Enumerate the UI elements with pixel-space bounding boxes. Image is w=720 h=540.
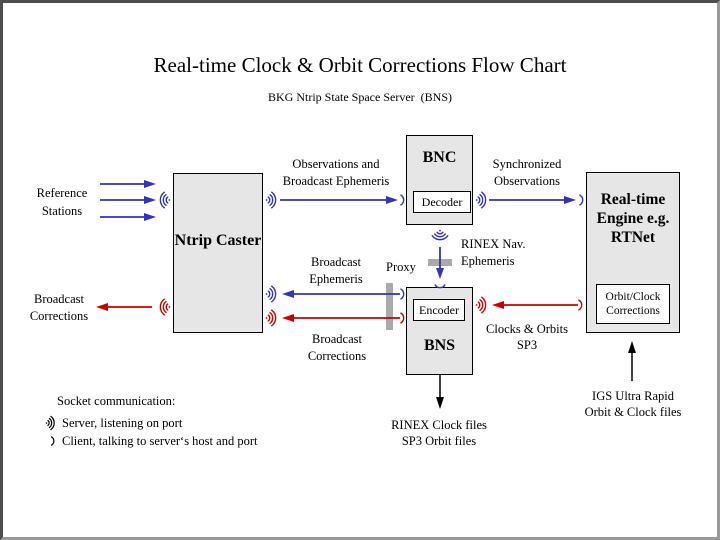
reference-stations-line1: Reference: [36, 186, 88, 200]
server-socket-icon-caster-left-obs: [159, 191, 172, 209]
client-socket-icon-before-bnc: [400, 194, 405, 206]
broadcast-corrections-mid-label: Broadcast Corrections: [287, 331, 387, 365]
proxy-bar-vertical: [386, 283, 393, 330]
be-line1: Broadcast: [311, 255, 361, 269]
server-socket-icon-bnc-bottom: [431, 228, 449, 241]
bns-box: Encoder BNS: [406, 287, 473, 375]
igs-ultra-rapid-label: IGS Ultra Rapid Orbit & Clock files: [572, 388, 694, 420]
clocks-orbits-line2: SP3: [516, 338, 538, 352]
legend-client-socket-icon: [50, 436, 55, 446]
server-socket-icon-bnc-right: [475, 191, 487, 209]
broadcast-ephemeris-label: Broadcast Ephemeris: [286, 254, 386, 288]
rinex-clock-files-label: RINEX Clock files SP3 Orbit files: [379, 417, 499, 449]
synchronized-observations-label: Synchronized Observations: [482, 156, 572, 190]
proxy-bar-horizontal: [428, 259, 452, 266]
observations-line1: Observations and: [292, 157, 380, 171]
arrow-clocks-orbits: [492, 301, 578, 309]
igs-line1: IGS Ultra Rapid: [592, 389, 674, 403]
orbit-clock-line2: Corrections: [606, 305, 660, 317]
server-socket-icon-caster-left-corr: [159, 298, 172, 316]
page-subtitle: BKG Ntrip State Space Server (BNS): [268, 90, 452, 104]
clocks-orbits-line1: Clocks & Orbits: [486, 322, 568, 336]
bc-mid-line1: Broadcast: [312, 332, 362, 346]
decoder-label: Decoder: [421, 194, 463, 209]
broadcast-corrections-left-label: Broadcast Corrections: [13, 291, 105, 325]
orbit-clock-line1: Orbit/Clock: [605, 291, 661, 303]
reference-stations-label: Reference Stations: [22, 184, 102, 220]
engine-line3: e.g. RTNet: [610, 210, 670, 246]
observations-label: Observations and Broadcast Ephemeris: [266, 156, 406, 190]
sync-line2: Observations: [494, 174, 560, 188]
bnc-label: BNC: [422, 149, 457, 166]
bns-label: BNS: [423, 337, 456, 354]
rinex-nav-line1: RINEX Nav.: [461, 237, 526, 251]
arrow-bnc-to-bns: [436, 247, 444, 279]
engine-line1: Real-time: [600, 191, 666, 208]
arrow-broadcast-ephemeris: [282, 290, 400, 298]
reference-stations-line2: Stations: [41, 204, 83, 218]
proxy-text: Proxy: [386, 260, 416, 274]
rinex-nav-line2: Ephemeris: [461, 254, 515, 268]
arrow-observations: [280, 196, 398, 204]
server-socket-icon-bns-right: [475, 296, 487, 314]
bc-left-line2: Corrections: [29, 309, 89, 323]
arrow-bns-files: [436, 375, 444, 409]
bnc-box: BNC Decoder: [406, 135, 473, 225]
encoder-box: Encoder: [413, 299, 465, 321]
arrow-reference-2: [100, 196, 156, 204]
igs-line2: Orbit & Clock files: [584, 405, 682, 419]
rinex-nav-label: RINEX Nav. Ephemeris: [461, 236, 551, 270]
page-title: Real-time Clock & Orbit Corrections Flow…: [153, 53, 567, 77]
encoder-label: Encoder: [419, 302, 459, 317]
arrow-reference-1: [100, 180, 156, 188]
orbit-clock-corrections-box: Orbit/Clock Corrections: [596, 284, 670, 324]
legend-client-text: Client, talking to server‘s host and por…: [62, 434, 258, 448]
ntrip-caster-box: Ntrip Caster: [173, 173, 263, 333]
ntrip-caster-line1: Ntrip: [174, 232, 212, 249]
ntrip-caster-label: Ntrip Caster: [174, 230, 262, 252]
clocks-orbits-label: Clocks & Orbits SP3: [467, 321, 587, 353]
client-socket-icon-before-engine: [579, 194, 584, 206]
observations-line2: Broadcast Ephemeris: [282, 174, 390, 188]
realtime-engine-box: Real-time Engine e.g. RTNet Orbit/Clock …: [586, 172, 680, 333]
be-line2: Ephemeris: [309, 272, 363, 286]
server-socket-icon-caster-right-corr: [265, 309, 277, 327]
arrow-igs-to-engine: [628, 341, 636, 381]
proxy-label: Proxy: [386, 259, 426, 276]
arrow-broadcast-corrections-mid: [282, 314, 400, 322]
engine-line2: Engine: [596, 210, 644, 227]
rinex-clock-line1: RINEX Clock files: [391, 418, 487, 432]
legend-heading: Socket communication:: [57, 394, 176, 408]
legend-server-text: Server, listening on port: [62, 416, 183, 430]
server-socket-icon-caster-right-eph: [265, 285, 277, 303]
decoder-box: Decoder: [413, 191, 471, 213]
sync-line1: Synchronized: [492, 157, 562, 171]
client-socket-icon-bns-corr: [400, 312, 405, 324]
rinex-clock-line2: SP3 Orbit files: [401, 434, 477, 448]
realtime-engine-label: Real-time Engine e.g. RTNet: [587, 190, 679, 247]
client-socket-icon-engine-clocks: [578, 299, 583, 311]
bc-left-line1: Broadcast: [34, 292, 84, 306]
bc-mid-line2: Corrections: [307, 349, 367, 363]
arrow-reference-3: [100, 213, 156, 221]
client-socket-icon-bns-eph: [400, 288, 405, 300]
server-socket-icon-caster-right-obs: [265, 191, 277, 209]
arrow-synchronized-observations: [489, 196, 576, 204]
legend-server-socket-icon: [45, 415, 55, 431]
ntrip-caster-line2: Caster: [216, 232, 262, 249]
